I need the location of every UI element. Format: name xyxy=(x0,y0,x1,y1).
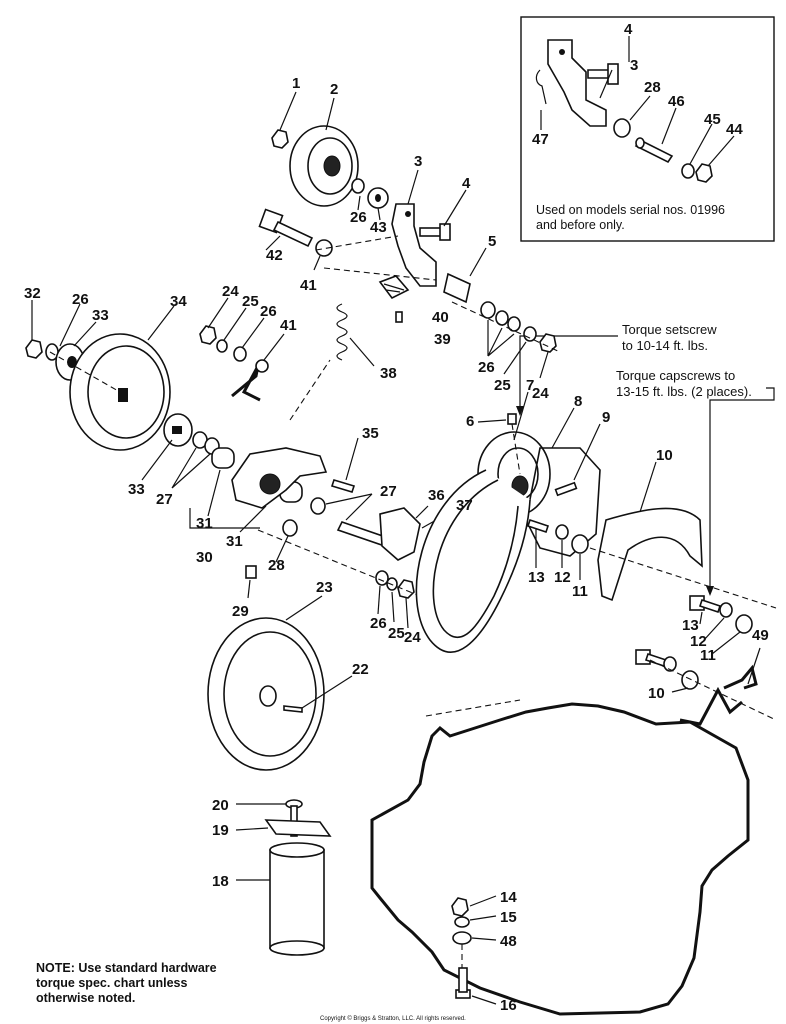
setscrew-callout-line2: to 10-14 ft. lbs. xyxy=(622,338,708,353)
part-label-23: 23 xyxy=(316,579,333,596)
part-label-15: 15 xyxy=(500,909,517,926)
inset-label-3: 3 xyxy=(630,57,638,74)
part-label-24: 24 xyxy=(222,283,239,300)
part-label-41: 41 xyxy=(300,277,317,294)
part-label-14: 14 xyxy=(500,889,517,906)
part-label-26: 26 xyxy=(72,291,89,308)
belt-assembly xyxy=(415,391,777,726)
lower-left-assembly xyxy=(207,595,353,956)
part-label-16: 16 xyxy=(500,997,517,1014)
part-label-31: 31 xyxy=(226,533,243,550)
part-label-26: 26 xyxy=(260,303,277,320)
part-label-10: 10 xyxy=(648,685,665,702)
part-label-38: 38 xyxy=(380,365,397,382)
part-label-25: 25 xyxy=(242,293,259,310)
part-label-9: 9 xyxy=(602,409,610,426)
part-label-33: 33 xyxy=(92,307,109,324)
part-label-30: 30 xyxy=(196,549,213,566)
part-label-34: 34 xyxy=(170,293,187,310)
part-label-32: 32 xyxy=(24,285,41,302)
part-label-11: 11 xyxy=(572,583,588,600)
part-label-24: 24 xyxy=(404,629,421,646)
part-label-10: 10 xyxy=(656,447,673,464)
part-label-27: 27 xyxy=(156,491,173,508)
upper-assembly xyxy=(258,91,561,379)
part-label-31: 31 xyxy=(196,515,213,532)
part-label-1: 1 xyxy=(292,75,300,92)
part-label-35: 35 xyxy=(362,425,379,442)
torque-callouts: Torque setscrew to 10-14 ft. lbs. Torque… xyxy=(516,322,775,596)
part-label-7: 7 xyxy=(526,377,534,394)
capscrew-callout-line1: Torque capscrews to xyxy=(616,368,735,383)
part-label-25: 25 xyxy=(494,377,511,394)
part-label-26: 26 xyxy=(370,615,387,632)
part-label-40: 40 xyxy=(432,309,449,326)
inset-label-46: 46 xyxy=(668,93,685,110)
part-label-13: 13 xyxy=(528,569,545,586)
inset-label-45: 45 xyxy=(704,111,721,128)
part-label-20: 20 xyxy=(212,797,229,814)
inset-note-line2: and before only. xyxy=(536,218,625,232)
inset-label-47: 47 xyxy=(532,131,549,148)
part-label-37: 37 xyxy=(456,497,473,514)
part-label-33: 33 xyxy=(128,481,145,498)
part-number-labels: 1 2 3 4 26 43 42 41 5 40 39 26 25 24 38 … xyxy=(24,75,769,1014)
part-label-18: 18 xyxy=(212,873,229,890)
part-label-19: 19 xyxy=(212,822,229,839)
part-label-48: 48 xyxy=(500,933,517,950)
part-label-42: 42 xyxy=(266,247,283,264)
inset-label-4: 4 xyxy=(624,21,633,38)
part-label-11: 11 xyxy=(700,647,716,664)
part-label-49: 49 xyxy=(752,627,769,644)
part-label-26: 26 xyxy=(350,209,367,226)
note-line2: torque spec. chart unless xyxy=(36,976,187,990)
part-label-25: 25 xyxy=(388,625,405,642)
part-label-28: 28 xyxy=(268,557,285,574)
part-label-5: 5 xyxy=(488,233,496,250)
part-label-2: 2 xyxy=(330,81,338,98)
left-assembly xyxy=(25,297,455,629)
part-label-41: 41 xyxy=(280,317,297,334)
part-label-29: 29 xyxy=(232,603,249,620)
part-label-13: 13 xyxy=(682,617,699,634)
capscrew-callout-line2: 13-15 ft. lbs. (2 places). xyxy=(616,384,752,399)
note-line3: otherwise noted. xyxy=(36,991,135,1005)
part-label-43: 43 xyxy=(370,219,387,236)
part-label-12: 12 xyxy=(690,633,707,650)
inset-note-line1: Used on models serial nos. 01996 xyxy=(536,203,725,217)
inset-label-44: 44 xyxy=(726,121,743,138)
inset-label-28: 28 xyxy=(644,79,661,96)
part-label-26: 26 xyxy=(478,359,495,376)
footer-note: NOTE: Use standard hardware torque spec.… xyxy=(36,961,466,1022)
part-label-39: 39 xyxy=(434,331,451,348)
part-label-8: 8 xyxy=(574,393,582,410)
engine-outline xyxy=(370,699,750,1016)
part-label-36: 36 xyxy=(428,487,445,504)
part-label-22: 22 xyxy=(352,661,369,678)
part-label-3: 3 xyxy=(414,153,422,170)
part-label-6: 6 xyxy=(466,413,474,430)
part-label-24: 24 xyxy=(532,385,549,402)
part-label-12: 12 xyxy=(554,569,571,586)
part-label-27: 27 xyxy=(380,483,397,500)
copyright-text: Copyright © Briggs & Stratton, LLC. All … xyxy=(320,1015,466,1022)
part-label-4: 4 xyxy=(462,175,471,192)
inset-box: 4 3 28 46 47 45 44 Used on models serial… xyxy=(520,16,775,242)
note-line1: NOTE: Use standard hardware xyxy=(36,961,217,975)
setscrew-callout-line1: Torque setscrew xyxy=(622,322,717,337)
